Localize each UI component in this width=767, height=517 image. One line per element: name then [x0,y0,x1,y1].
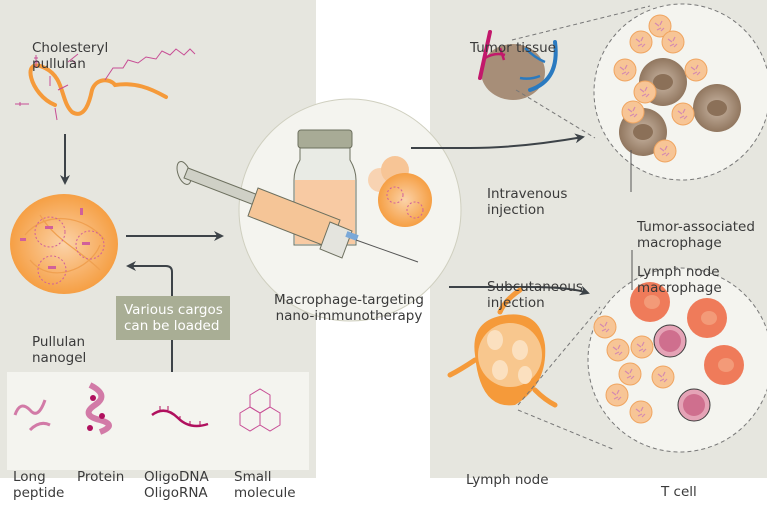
zoom-lines-lymph [517,306,616,451]
cargo-label-protein: Protein [77,469,125,485]
lymph-node-icon [447,287,558,408]
nanogel-cluster-icon [368,156,432,227]
long-peptide-icon [13,399,51,432]
t-cells [653,324,711,422]
arrow-subcutaneous [449,285,590,296]
zoom-lines-tumor [511,5,651,139]
cholesteryl-pullulan-icon [15,48,196,121]
oligo-icon [151,406,209,428]
tumor-tissue-icon [478,30,558,100]
lymph-node-label: Lymph node [466,472,549,488]
lymph-macrophages [630,282,744,385]
arrow-cargo-load [126,261,173,372]
t-cell-label: T cell [661,484,697,500]
cargo-box [7,372,309,470]
arrow-intravenous [411,133,585,149]
tumor-tissue-label: Tumor tissue [470,40,556,56]
protein-icon [85,382,112,435]
syringe-icon [176,161,419,263]
small-molecule-icon [239,388,281,432]
diagram-canvas [10,3,767,453]
pullulan-nanogel-icon [10,194,118,294]
